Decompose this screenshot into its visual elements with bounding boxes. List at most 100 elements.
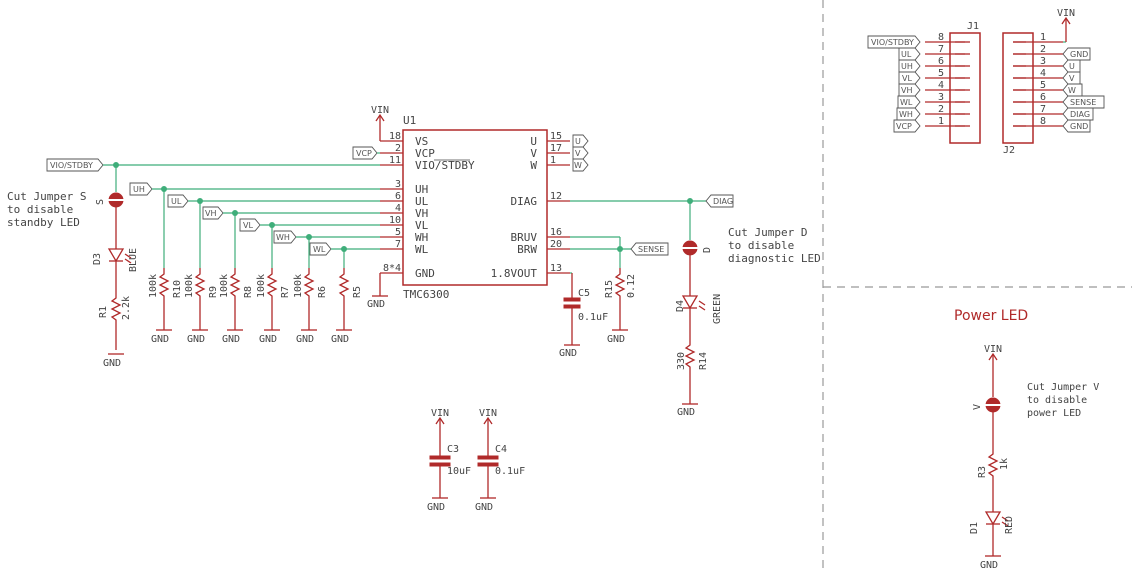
ic-pin-num: 11 (389, 155, 401, 166)
svg-text:Cut Jumper D: Cut Jumper D (728, 226, 807, 239)
ic-pin-num: 4 (395, 203, 401, 214)
net-flag-diag: DIAG (570, 194, 734, 208)
svg-text:GREEN: GREEN (712, 294, 723, 324)
ic-pin-name: BRW (517, 243, 537, 256)
resistor-r10[interactable]: 100k R10 GND (148, 189, 183, 345)
ic-pin-name: VL (415, 219, 429, 232)
led-d3[interactable]: D3 BLUE (92, 207, 139, 294)
svg-text:GND: GND (1070, 122, 1088, 131)
capacitor-c3[interactable]: VIN C3 10uF GND (427, 408, 471, 513)
svg-text:WL: WL (900, 98, 913, 107)
resistor-r9[interactable]: 100k R9 GND (184, 201, 219, 345)
led-d1[interactable]: D1 RED (969, 511, 1015, 556)
ic-pin-num: 20 (550, 239, 562, 250)
svg-text:1: 1 (1040, 32, 1046, 43)
svg-text:2: 2 (1040, 44, 1046, 55)
ic-pin-num: 16 (550, 227, 562, 238)
note-jumper-d: Cut Jumper D to disable diagnostic LED (728, 226, 821, 265)
svg-text:4: 4 (1040, 68, 1046, 79)
connector-j1[interactable]: J1 8 7 6 5 4 3 2 1 VIO/STDBY UL UH VL VH… (867, 21, 981, 144)
svg-text:VH: VH (901, 86, 913, 95)
note-jumper-v: Cut Jumper V to disable power LED (1027, 382, 1099, 419)
svg-text:2: 2 (938, 104, 944, 115)
svg-text:GND: GND (103, 358, 121, 369)
svg-text:R14: R14 (698, 352, 709, 370)
svg-text:SENSE: SENSE (638, 245, 664, 254)
svg-text:R10: R10 (172, 280, 183, 298)
svg-text:10uF: 10uF (447, 466, 471, 477)
svg-text:C5: C5 (578, 288, 590, 299)
svg-text:to disable: to disable (1027, 395, 1087, 406)
svg-text:VIN: VIN (479, 408, 497, 419)
resistor-r15[interactable]: R15 0.12 GND (604, 249, 637, 345)
svg-text:UH: UH (901, 62, 913, 71)
svg-text:330: 330 (676, 352, 687, 370)
net-flag-wl: WL (309, 242, 380, 256)
net-flag-w: W (572, 158, 589, 172)
ic-pin-num: 15 (550, 131, 562, 142)
svg-text:R15: R15 (604, 280, 615, 298)
svg-text:VIO/STDBY: VIO/STDBY (50, 161, 93, 170)
svg-text:WH: WH (276, 233, 290, 242)
svg-text:GND: GND (187, 334, 205, 345)
svg-text:V: V (1069, 74, 1075, 83)
ic-pin-num: 3 (395, 179, 401, 190)
svg-text:GND: GND (607, 334, 625, 345)
ic-pin-num: 13 (550, 263, 562, 274)
ic-pin-num: 17 (550, 143, 562, 154)
svg-text:VIN: VIN (1057, 8, 1075, 19)
svg-text:GND: GND (222, 334, 240, 345)
svg-text:1k: 1k (999, 458, 1010, 470)
svg-text:GND: GND (367, 299, 385, 310)
svg-text:R5: R5 (352, 286, 363, 298)
resistor-r5[interactable]: R5 GND (331, 249, 363, 345)
net-flag-vl: VL (239, 218, 380, 232)
svg-text:R7: R7 (280, 286, 291, 298)
svg-text:VIN: VIN (371, 105, 389, 116)
svg-text:GND: GND (980, 560, 998, 571)
ic-pin-name: WL (415, 243, 429, 256)
svg-text:Cut Jumper V: Cut Jumper V (1027, 382, 1099, 393)
resistor-r1[interactable]: R1 2.2k GND (98, 294, 132, 369)
capacitor-c4[interactable]: VIN C4 0.1uF GND (475, 408, 525, 513)
led-d4[interactable]: D4 GREEN (675, 255, 723, 340)
svg-text:V: V (575, 149, 581, 158)
ic-pin-name: WH (415, 231, 428, 244)
svg-text:DIAG: DIAG (713, 197, 733, 206)
svg-text:3: 3 (1040, 56, 1046, 67)
svg-text:RED: RED (1004, 516, 1015, 534)
ic-pin-num: 5 (395, 227, 401, 238)
resistor-r3[interactable]: R3 1k (977, 450, 1010, 512)
power-led-circuit[interactable]: VIN V R3 1k D1 RED GND (969, 344, 1015, 571)
jumper-d[interactable]: D (682, 201, 713, 256)
net-flag-vh: VH (202, 206, 380, 220)
svg-text:100k: 100k (219, 274, 230, 298)
svg-text:WL: WL (313, 245, 326, 254)
svg-text:DIAG: DIAG (1070, 110, 1090, 119)
resistor-r8[interactable]: 100k R8 GND (219, 213, 254, 345)
svg-text:UL: UL (171, 197, 182, 206)
svg-text:0.12: 0.12 (626, 274, 637, 298)
ic-u1[interactable]: U1 TMC6300 18 2 11 3 6 4 10 5 7 8*4 VS V… (380, 114, 570, 301)
resistor-r14[interactable]: 330 R14 GND (676, 340, 709, 418)
connector-j2[interactable]: J2 1 2 3 4 5 6 7 8 VIN GND U V W SENSE D… (1002, 8, 1105, 156)
jumper-v[interactable]: V (972, 397, 1001, 413)
svg-text:diagnostic LED: diagnostic LED (728, 252, 821, 265)
capacitor-c5[interactable]: C5 0.1uF GND (559, 272, 608, 359)
svg-text:D4: D4 (675, 300, 686, 312)
ic-gnd-symbol: GND (367, 273, 388, 310)
ic-pin-name: VS (415, 135, 428, 148)
svg-text:GND: GND (151, 334, 169, 345)
resistor-r7[interactable]: 100k R7 GND (256, 225, 291, 345)
svg-text:100k: 100k (148, 274, 159, 298)
svg-text:J1: J1 (967, 21, 979, 32)
jumper-s[interactable]: S (95, 165, 124, 208)
resistor-r6[interactable]: 100k R6 GND (293, 237, 328, 345)
svg-text:GND: GND (259, 334, 277, 345)
ic-u1-part: TMC6300 (403, 288, 449, 301)
vin-symbol: VIN (371, 105, 389, 141)
svg-text:GND: GND (331, 334, 349, 345)
svg-text:SENSE: SENSE (1070, 98, 1096, 107)
svg-text:VIO/STDBY: VIO/STDBY (871, 38, 914, 47)
svg-text:Cut Jumper S: Cut Jumper S (7, 190, 86, 203)
